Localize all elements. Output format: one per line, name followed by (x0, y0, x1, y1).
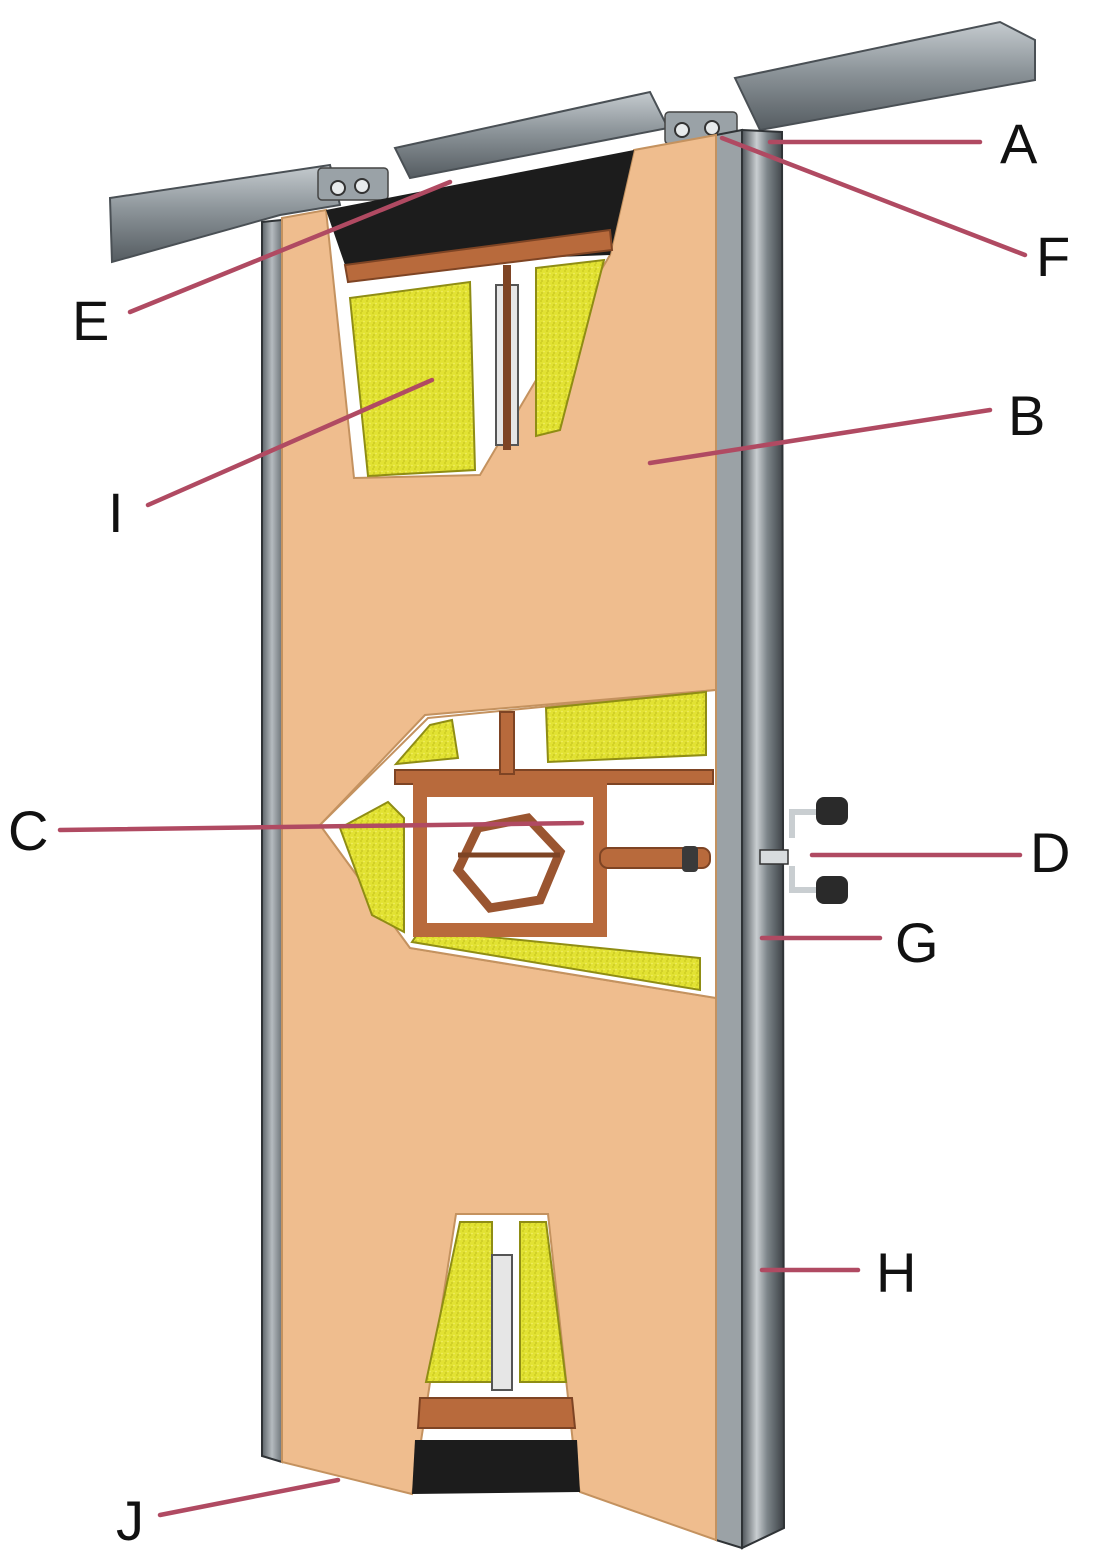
label-f: F (1036, 225, 1070, 288)
end-profile-inner (715, 128, 743, 1550)
roller-icon (354, 178, 370, 194)
leader-line-b (647, 407, 993, 466)
label-h: H (876, 1241, 916, 1304)
top-insulation-right (535, 258, 606, 438)
label-e: E (72, 289, 109, 352)
end-profile-left (261, 218, 283, 1464)
handle-mount (759, 849, 789, 865)
crank-handle (759, 797, 848, 904)
handle-arm (789, 809, 820, 893)
label-a: A (1000, 112, 1038, 175)
handle-knob-upper (816, 797, 848, 825)
roller-icon (704, 120, 720, 136)
middle-crossbar (394, 769, 714, 785)
handle-knob-lower (816, 876, 848, 904)
leader-line-f (719, 135, 1028, 258)
bottom-spring (491, 1254, 513, 1391)
roller-carriages (330, 120, 720, 196)
leader-line-e (127, 179, 453, 315)
middle-insulation-left (338, 800, 405, 934)
top-cavity-frame (343, 228, 614, 284)
roller-icon (330, 180, 346, 196)
middle-cavity (318, 688, 717, 1000)
top-insulation-left (348, 280, 477, 478)
labels: A B C D E F G H I J (8, 112, 1070, 1552)
track-segment-right (733, 20, 1036, 132)
leader-line-i (145, 377, 435, 508)
label-g: G (895, 911, 939, 974)
label-j: J (116, 1489, 144, 1552)
leader-line-c (57, 820, 585, 833)
bottom-frame (416, 1397, 577, 1429)
label-d: D (1030, 821, 1070, 884)
label-c: C (8, 799, 48, 862)
roller-icon (674, 122, 690, 138)
bottom-gap-shadow (412, 1440, 580, 1494)
bottom-cavity (412, 1213, 580, 1494)
leader-lines (57, 135, 1028, 1518)
middle-insulation-topleft (393, 718, 460, 766)
label-b: B (1008, 384, 1045, 447)
top-cavity (326, 150, 634, 478)
end-profile-right (741, 128, 786, 1550)
track-bracket-left (317, 167, 389, 201)
label-i: I (108, 481, 124, 544)
middle-vertical-strut (499, 711, 515, 775)
edge-profiles (261, 128, 786, 1550)
leader-line-j (157, 1477, 341, 1518)
middle-insulation-top (544, 690, 707, 764)
hexagon-linkage (452, 813, 566, 913)
bottom-insulation-right (519, 1221, 568, 1383)
shaft-coupling (682, 846, 698, 872)
track-segment-left (108, 163, 342, 264)
